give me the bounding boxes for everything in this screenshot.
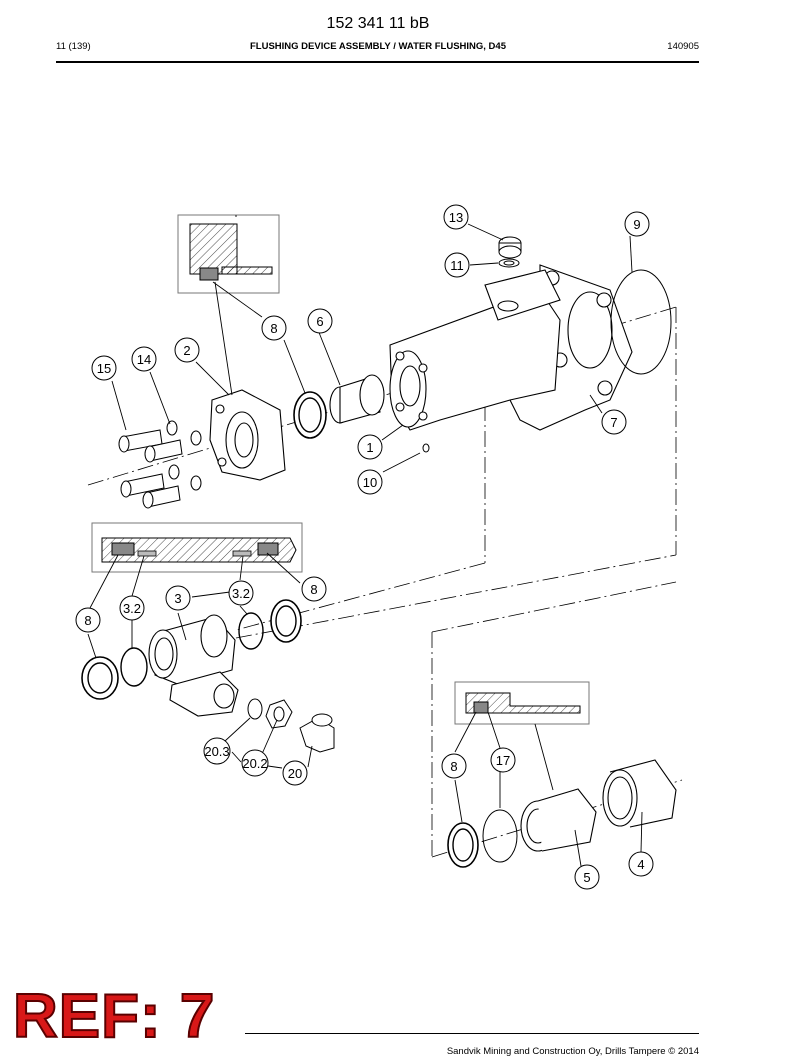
svg-text:8: 8 <box>84 613 91 628</box>
callout-3-2-right: 3.2 <box>228 580 254 606</box>
callout-1: 1 <box>357 434 383 460</box>
ring-3-2-right <box>238 612 264 650</box>
sleeve-6 <box>329 374 385 424</box>
callout-9: 9 <box>624 211 650 237</box>
bolts-15 <box>118 420 202 509</box>
seal-8-bottom <box>447 822 479 868</box>
sleeve-4 <box>602 759 677 828</box>
callout-3-2-left: 3.2 <box>119 595 145 621</box>
grease-nipple-10 <box>422 443 430 453</box>
svg-text:9: 9 <box>633 217 640 232</box>
copyright-footer: Sandvik Mining and Construction Oy, Dril… <box>446 1046 699 1057</box>
seal-detail-inset-bottom <box>454 681 590 725</box>
reference-stamp: REF: 7 <box>12 982 216 1051</box>
callout-10: 10 <box>357 469 383 495</box>
svg-text:17: 17 <box>496 753 510 768</box>
svg-text:1: 1 <box>366 440 373 455</box>
seal-8-right <box>270 599 302 643</box>
svg-text:4: 4 <box>637 857 644 872</box>
svg-text:8: 8 <box>270 321 277 336</box>
callout-15: 15 <box>91 355 117 381</box>
svg-text:2: 2 <box>183 343 190 358</box>
footer-rule <box>245 1033 699 1034</box>
svg-text:7: 7 <box>610 415 617 430</box>
ring-3-2-left <box>120 647 148 687</box>
callout-3: 3 <box>165 585 191 611</box>
svg-text:5: 5 <box>583 870 590 885</box>
svg-text:6: 6 <box>316 314 323 329</box>
seal-detail-inset-middle <box>91 522 303 573</box>
callout-11: 11 <box>444 252 470 278</box>
svg-text:3.2: 3.2 <box>232 586 250 601</box>
flange-2 <box>209 389 286 481</box>
plug-13 <box>498 236 522 268</box>
callout-7: 7 <box>601 409 627 435</box>
svg-text:3.2: 3.2 <box>123 601 141 616</box>
callout-8-bottom: 8 <box>441 753 467 779</box>
callout-2: 2 <box>174 337 200 363</box>
svg-text:10: 10 <box>363 475 377 490</box>
callout-6: 6 <box>307 308 333 334</box>
svg-text:20.3: 20.3 <box>204 744 229 759</box>
page-title: FLUSHING DEVICE ASSEMBLY / WATER FLUSHIN… <box>249 41 506 52</box>
ring-17 <box>482 809 518 863</box>
leader-lines <box>87 215 643 867</box>
callout-20: 20 <box>282 760 308 786</box>
callout-4: 4 <box>628 851 654 877</box>
body-3 <box>148 614 239 717</box>
o-ring-9 <box>610 269 672 375</box>
seal-8-top <box>293 391 327 439</box>
seal-detail-inset-top <box>177 214 280 294</box>
callout-20-3: 20.3 <box>203 737 231 765</box>
svg-text:8: 8 <box>450 759 457 774</box>
drawing-code: 140905 <box>667 41 699 52</box>
svg-text:8: 8 <box>310 582 317 597</box>
svg-text:3: 3 <box>174 591 181 606</box>
svg-text:11: 11 <box>450 258 464 273</box>
callout-17: 17 <box>490 747 516 773</box>
bushing-5 <box>520 788 597 852</box>
callout-5: 5 <box>574 864 600 890</box>
svg-text:14: 14 <box>137 352 151 367</box>
callout-8-middle-right: 8 <box>301 576 327 602</box>
seal-8-left <box>81 656 119 700</box>
callout-8-middle-left: 8 <box>75 607 101 633</box>
svg-text:20.2: 20.2 <box>242 756 267 771</box>
svg-text:15: 15 <box>97 361 111 376</box>
svg-text:20: 20 <box>288 766 302 781</box>
callout-20-2: 20.2 <box>241 749 269 777</box>
fitting-20 <box>247 698 335 753</box>
page-number: 11 (139) <box>56 41 91 52</box>
document-number: 152 341 11 bB <box>326 15 430 32</box>
callout-13: 13 <box>443 204 469 230</box>
callout-14: 14 <box>131 346 157 372</box>
housing-part <box>389 264 633 431</box>
callout-8-top: 8 <box>261 315 287 341</box>
header-rule <box>56 61 699 63</box>
svg-text:13: 13 <box>449 210 463 225</box>
